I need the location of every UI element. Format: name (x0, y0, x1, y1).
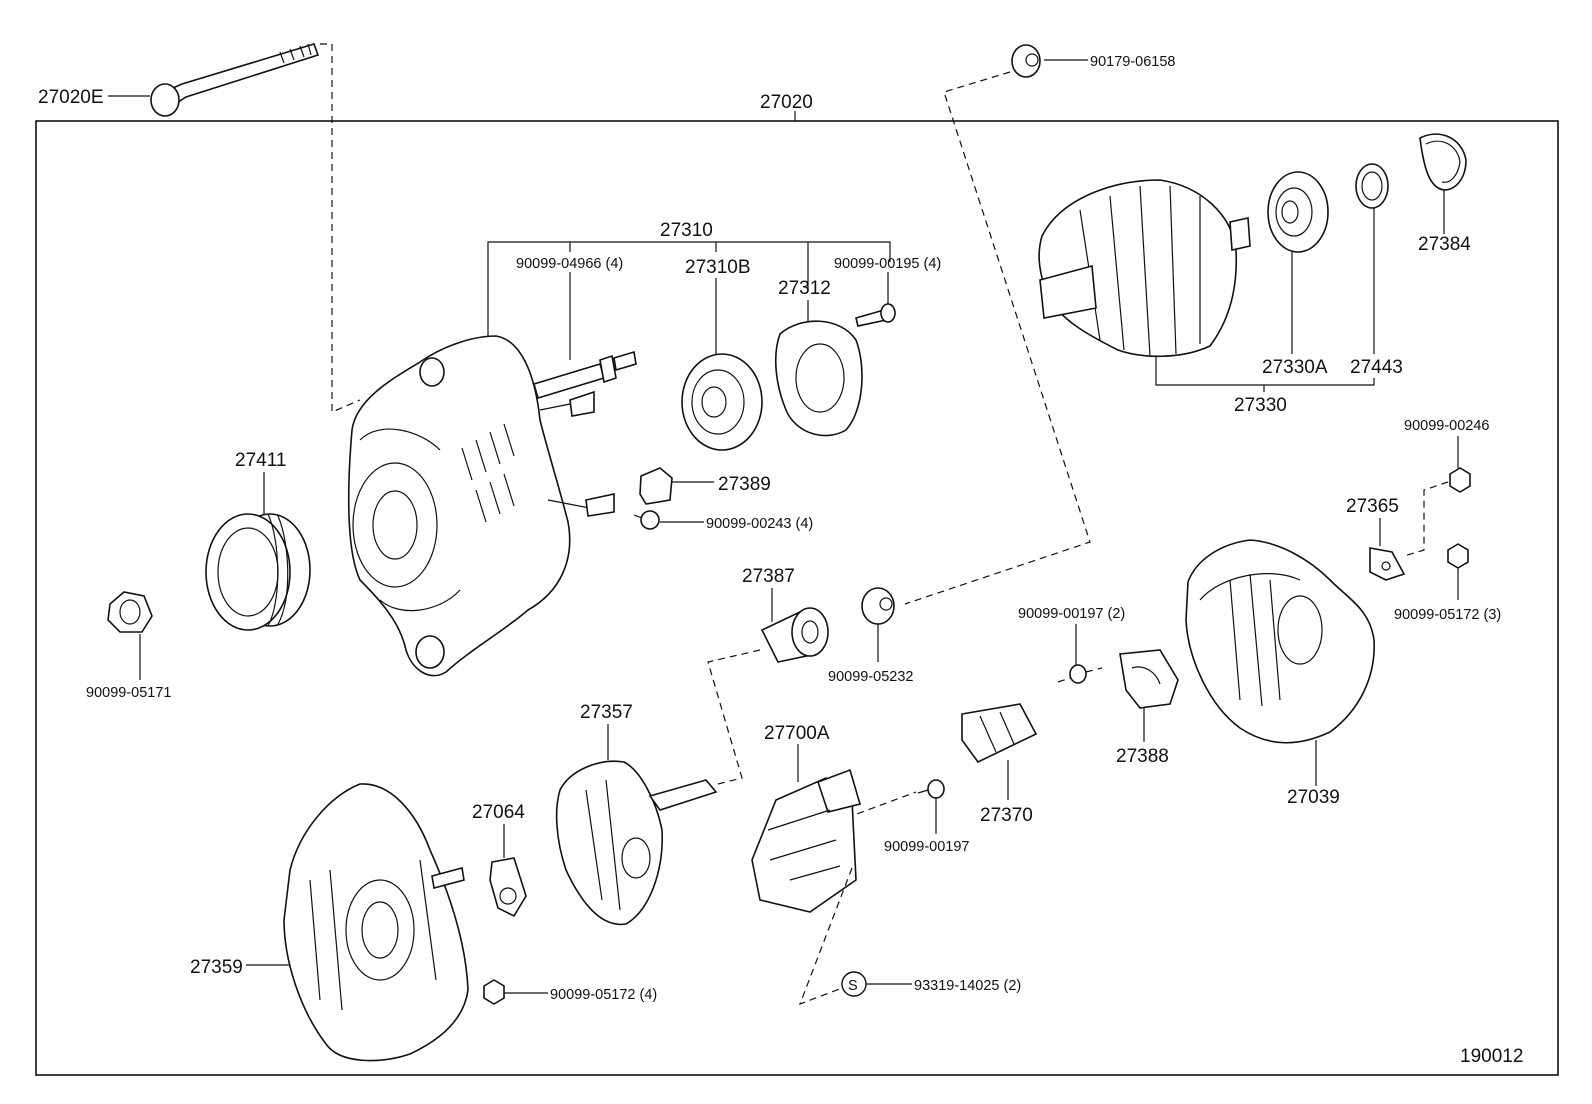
stud-bolt (533, 350, 637, 400)
assembly-frame (35, 120, 1559, 1076)
screw-00243 (633, 510, 660, 530)
screw-00197-2 (1069, 664, 1087, 684)
label-27389: 27389 (718, 474, 771, 495)
diagram-id: 190012 (1460, 1046, 1523, 1067)
label-27020: 27020 (760, 92, 813, 113)
label-27359: 27359 (190, 957, 243, 978)
label-27387: 27387 (742, 566, 795, 587)
label-27312: 27312 (778, 278, 831, 299)
label-s-mark: S (848, 978, 858, 994)
label-90099-00246: 90099-00246 (1404, 418, 1489, 434)
nut-00246 (1449, 467, 1471, 493)
through-bolt (150, 43, 320, 117)
bushing-27389 (639, 467, 673, 505)
pulley-27411 (205, 513, 311, 631)
label-27039: 27039 (1287, 787, 1340, 808)
label-27384: 27384 (1418, 234, 1471, 255)
seal-27384 (1419, 133, 1467, 191)
nut-05172-3 (1447, 543, 1469, 569)
label-27330a: 27330A (1262, 357, 1328, 378)
label-90099-00243: 90099-00243 (4) (706, 516, 813, 532)
label-90099-04966: 90099-04966 (4) (516, 256, 623, 272)
screw-00197 (917, 779, 945, 799)
label-90099-05172-4: 90099-05172 (4) (550, 987, 657, 1003)
nut-90179 (1011, 44, 1041, 78)
label-90099-00197-2: 90099-00197 (2) (1018, 606, 1125, 622)
retainer-plate (774, 320, 863, 437)
label-27310b: 27310B (685, 257, 751, 278)
cover-27443 (1355, 163, 1389, 209)
bracket-27370 (961, 703, 1038, 764)
label-93319-14025: 93319-14025 (2) (914, 978, 1021, 994)
regulator-27700a (751, 768, 862, 913)
rear-end-frame-27359 (283, 783, 469, 1062)
label-90099-00195: 90099-00195 (4) (834, 256, 941, 272)
label-27700a: 27700A (764, 723, 830, 744)
label-27310: 27310 (660, 220, 713, 241)
label-90099-05171: 90099-05171 (86, 685, 171, 701)
terminal-insulator-27387 (760, 607, 829, 663)
nut-05171 (107, 591, 153, 633)
bearing-27330a (1267, 171, 1329, 253)
rotor-27330 (1038, 179, 1251, 358)
label-27365: 27365 (1346, 496, 1399, 517)
plate-27365 (1369, 547, 1406, 581)
insulator-27388 (1119, 649, 1179, 709)
label-27388: 27388 (1116, 746, 1169, 767)
label-90099-05232: 90099-05232 (828, 669, 913, 685)
drive-end-frame (347, 335, 615, 677)
rear-cover-27039 (1185, 539, 1375, 744)
bearing-27310b (681, 353, 763, 451)
label-27370: 27370 (980, 805, 1033, 826)
rectifier-27357 (555, 760, 718, 926)
label-27357: 27357 (580, 702, 633, 723)
label-27330: 27330 (1234, 395, 1287, 416)
screw-00195 (855, 303, 896, 327)
label-90099-00197: 90099-00197 (884, 839, 969, 855)
label-27411: 27411 (235, 450, 286, 471)
label-27443: 27443 (1350, 357, 1403, 378)
label-27064: 27064 (472, 802, 525, 823)
plate-27064 (489, 857, 527, 918)
label-90099-05172-3: 90099-05172 (3) (1394, 607, 1501, 623)
label-90179-06158: 90179-06158 (1090, 54, 1175, 70)
nut-05172-4 (483, 979, 505, 1005)
label-27020e: 27020E (38, 87, 104, 108)
nut-05232 (861, 587, 895, 625)
